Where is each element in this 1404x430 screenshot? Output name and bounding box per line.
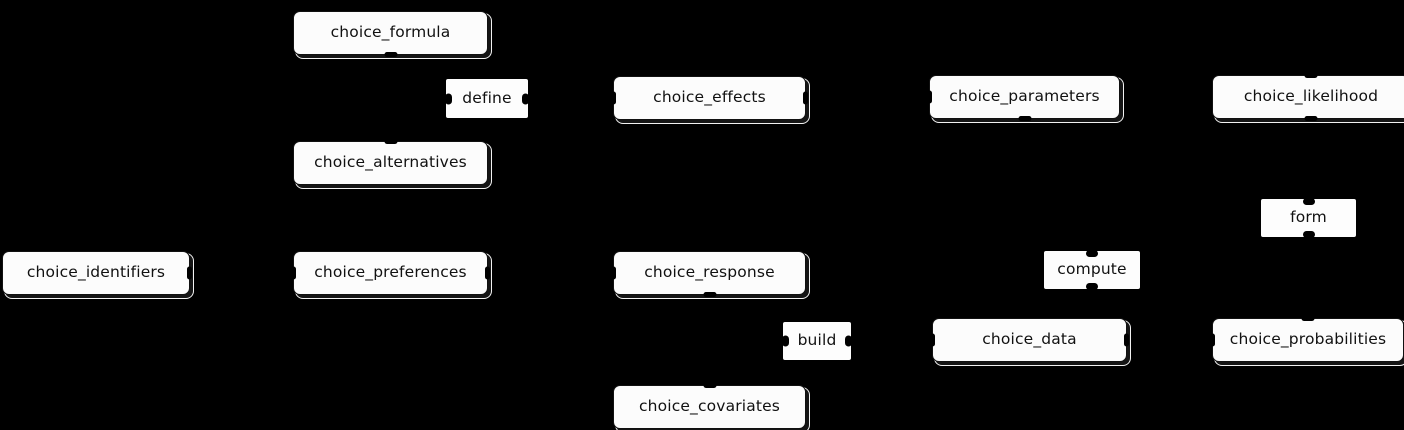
edge-label-compute: compute: [1044, 251, 1140, 289]
node-choice_effects[interactable]: choice_effects: [611, 76, 808, 120]
node-label: choice_alternatives: [314, 153, 467, 172]
node-label: choice_effects: [653, 88, 766, 107]
node-label: choice_preferences: [314, 263, 467, 282]
connector-port-left: [291, 266, 296, 280]
edge-label-form: form: [1261, 199, 1356, 237]
node-choice_parameters[interactable]: choice_parameters: [927, 75, 1120, 121]
node-label: choice_probabilities: [1229, 330, 1387, 349]
connector-port-right: [1124, 333, 1129, 347]
connector-port-bottom: [384, 52, 397, 57]
node-choice_alternatives[interactable]: choice_alternatives: [293, 139, 488, 185]
connector-port-top: [1301, 316, 1315, 321]
node-choice_response[interactable]: choice_response: [611, 251, 806, 297]
node-label: choice_parameters: [949, 87, 1100, 106]
connector-port-left: [1210, 333, 1215, 347]
node-choice_formula[interactable]: choice_formula: [293, 11, 488, 57]
node-choice_data[interactable]: choice_data: [930, 318, 1129, 362]
connector-port-right: [187, 266, 192, 280]
edge-label-define: define: [446, 79, 528, 118]
connector-port-right: [803, 91, 808, 105]
node-label: choice_data: [982, 330, 1077, 349]
connector-port-top: [703, 383, 716, 388]
connector-port-left: [930, 333, 935, 347]
node-choice_identifiers[interactable]: choice_identifiers: [2, 251, 192, 295]
node-label: choice_formula: [330, 23, 451, 42]
node-choice_probabilities[interactable]: choice_probabilities: [1210, 316, 1404, 362]
connector-port-left: [611, 266, 616, 280]
node-choice_covariates[interactable]: choice_covariates: [613, 383, 806, 429]
edge-label-text: build: [797, 331, 837, 350]
connector-port-bottom: [703, 292, 716, 297]
edge-label-build: build: [783, 322, 851, 360]
connector-port-top: [384, 139, 397, 144]
connector-port-left: [927, 90, 932, 104]
connector-port-top: [1304, 73, 1318, 78]
node-label: choice_response: [644, 263, 775, 282]
node-label: choice_likelihood: [1243, 87, 1379, 106]
connector-port-right: [485, 266, 490, 280]
edge-label-text: compute: [1057, 260, 1127, 279]
connector-port-bottom: [1018, 116, 1031, 121]
edge-label-text: define: [462, 88, 512, 107]
edge-label-text: form: [1290, 208, 1327, 227]
node-label: choice_covariates: [638, 397, 781, 416]
node-choice_likelihood[interactable]: choice_likelihood: [1212, 73, 1404, 121]
connector-port-left: [611, 91, 616, 105]
node-label: choice_identifiers: [26, 263, 166, 282]
node-choice_preferences[interactable]: choice_preferences: [291, 251, 490, 295]
connector-port-bottom: [1304, 116, 1318, 121]
